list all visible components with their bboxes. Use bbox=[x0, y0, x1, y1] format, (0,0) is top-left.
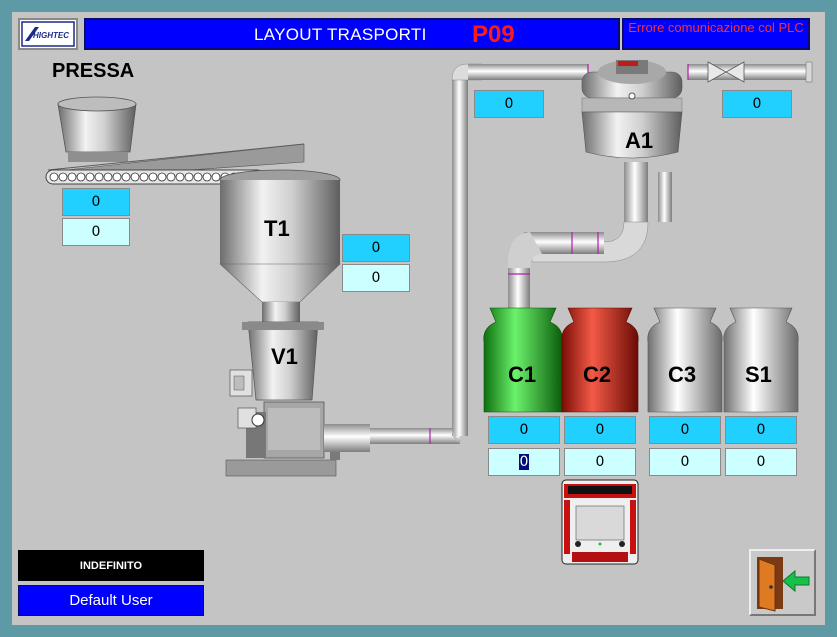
machine-state: INDEFINITO bbox=[18, 550, 204, 581]
exit-door-icon bbox=[757, 557, 810, 612]
silo-c2 bbox=[561, 307, 639, 413]
main-panel: HIGHTEC LAYOUT TRASPORTI P09 Errore comu… bbox=[12, 12, 825, 625]
v1-label: V1 bbox=[271, 344, 298, 369]
c1-value-2[interactable]: 0 bbox=[488, 448, 560, 476]
a1-left-value[interactable]: 0 bbox=[474, 90, 544, 118]
a1-right-value[interactable]: 0 bbox=[722, 90, 792, 118]
truck-icon bbox=[561, 479, 639, 565]
title-bar: LAYOUT TRASPORTI P09 bbox=[84, 18, 620, 50]
s1-label: S1 bbox=[745, 362, 772, 387]
user-button[interactable]: Default User bbox=[18, 585, 204, 616]
logo-icon: HIGHTEC bbox=[21, 21, 75, 47]
a1-label: A1 bbox=[625, 128, 654, 153]
v1-valve bbox=[225, 321, 370, 477]
silo-s1 bbox=[723, 307, 799, 413]
s1-value-2[interactable]: 0 bbox=[725, 448, 797, 476]
company-logo: HIGHTEC bbox=[18, 18, 78, 50]
c1-value-1[interactable]: 0 bbox=[488, 416, 560, 444]
c1-value-2-text: 0 bbox=[518, 454, 530, 470]
t1-value-1[interactable]: 0 bbox=[342, 234, 410, 262]
c2-label: C2 bbox=[583, 362, 612, 387]
process-diagram bbox=[45, 60, 813, 565]
c1-label: C1 bbox=[508, 362, 537, 387]
silo-c3 bbox=[647, 307, 723, 413]
a1-cyclone bbox=[581, 60, 683, 159]
c3-label: C3 bbox=[668, 362, 697, 387]
t1-tank bbox=[219, 169, 341, 322]
s1-value-1[interactable]: 0 bbox=[725, 416, 797, 444]
c2-value-2[interactable]: 0 bbox=[564, 448, 636, 476]
page-title: LAYOUT TRASPORTI bbox=[254, 25, 427, 44]
silo-c1 bbox=[483, 307, 563, 413]
pressa-label: PRESSA bbox=[52, 60, 135, 82]
transport-pipe bbox=[368, 61, 813, 444]
c3-value-2[interactable]: 0 bbox=[649, 448, 721, 476]
t1-value-2[interactable]: 0 bbox=[342, 264, 410, 292]
c2-value-1[interactable]: 0 bbox=[564, 416, 636, 444]
pressa-value-2[interactable]: 0 bbox=[62, 218, 130, 246]
pressa-value-1[interactable]: 0 bbox=[62, 188, 130, 216]
page-code: P09 bbox=[472, 21, 515, 48]
plc-error-message: Errore comunicazione col PLC bbox=[622, 18, 810, 50]
t1-label: T1 bbox=[264, 216, 290, 241]
svg-text:HIGHTEC: HIGHTEC bbox=[33, 31, 69, 40]
exit-button[interactable] bbox=[749, 549, 816, 616]
c3-value-1[interactable]: 0 bbox=[649, 416, 721, 444]
pressa-hopper bbox=[57, 96, 137, 162]
pressa-conveyor bbox=[45, 143, 305, 185]
